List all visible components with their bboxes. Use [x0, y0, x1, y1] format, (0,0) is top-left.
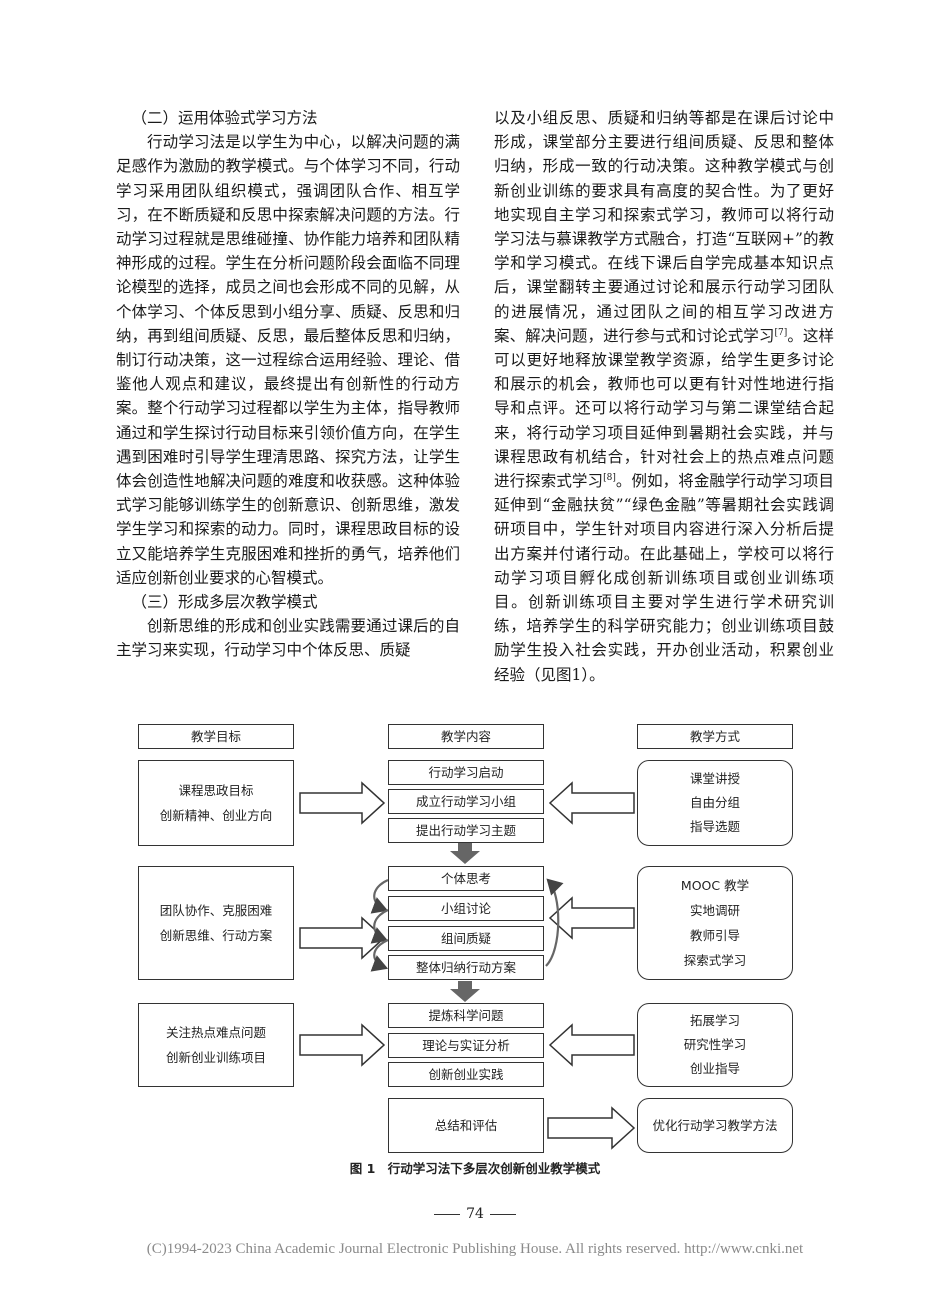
page-number: 74: [0, 1206, 950, 1222]
right-column: 以及小组反思、质疑和归纳等都是在课后讨论中形成，课堂部分主要进行组间质疑、反思和…: [494, 106, 834, 687]
method-line: MOOC 教学: [680, 878, 750, 893]
page-dash: [434, 1213, 461, 1215]
body-text: 。这样可以更好地释放课堂教学资源，给学生更多讨论和展示的机会，教师也可以更有针对…: [494, 326, 834, 491]
method-box: 课堂讲授 自由分组 指导选题: [637, 760, 793, 846]
content-step: 整体归纳行动方案: [388, 955, 544, 980]
goal-line: 创新创业训练项目: [165, 1050, 266, 1065]
method-box: 拓展学习 研究性学习 创业指导: [637, 1003, 793, 1087]
content-step: 提炼科学问题: [388, 1003, 544, 1028]
goal-box: 关注热点难点问题 创新创业训练项目: [138, 1003, 294, 1087]
method-line: 实地调研: [689, 903, 740, 918]
content-step: 成立行动学习小组: [388, 789, 544, 814]
body-paragraph: 以及小组反思、质疑和归纳等都是在课后讨论中形成，课堂部分主要进行组间质疑、反思和…: [494, 106, 834, 687]
citation-ref[interactable]: [8]: [603, 472, 616, 483]
hollow-arrow-right-icon: [547, 1106, 636, 1150]
body-paragraph: 创新思维的形成和创业实践需要通过课后的自主学习来实现，行动学习中个体反思、质疑: [116, 617, 460, 660]
content-step: 小组讨论: [388, 896, 544, 921]
goal-to-content-arrows: [299, 781, 386, 1067]
method-line: 创业指导: [689, 1061, 740, 1076]
body-text: 以及小组反思、质疑和归纳等都是在课后讨论中形成，课堂部分主要进行组间质疑、反思和…: [494, 109, 834, 345]
body-text: 。例如，将金融学行动学习项目延伸到“金融扶贫”“绿色金融”等暑期社会实践调研项目…: [494, 472, 834, 684]
content-step: 行动学习启动: [388, 760, 544, 785]
method-line: 自由分组: [689, 795, 740, 810]
figure-caption: 图 1 行动学习法下多层次创新创业教学模式: [349, 1161, 601, 1176]
content-step: 理论与实证分析: [388, 1033, 544, 1058]
method-line: 探索式学习: [683, 953, 747, 968]
loop-arrow-icon: [370, 938, 389, 972]
goal-line: 创新精神、创业方向: [159, 808, 273, 823]
hollow-arrow-right-icon: [299, 916, 386, 960]
down-arrow-icon: [450, 981, 480, 1002]
page-number-text: 74: [466, 1206, 484, 1222]
goal-line: 关注热点难点问题: [165, 1025, 266, 1040]
left-column: （二）运用体验式学习方法 行动学习法是以学生为中心，以解决问题的满足感作为激励的…: [116, 106, 460, 663]
header-goals: 教学目标: [138, 724, 294, 749]
hollow-arrow-right-icon: [299, 781, 386, 825]
content-step: 个体思考: [388, 866, 544, 891]
method-line: 研究性学习: [683, 1037, 747, 1052]
method-line: 课堂讲授: [689, 771, 740, 786]
loop-arrow-icon: [370, 878, 389, 914]
down-arrow-icon: [450, 843, 480, 864]
content-step: 组间质疑: [388, 926, 544, 951]
loop-arrow-icon: [370, 908, 389, 944]
body-paragraph: 行动学习法是以学生为中心，以解决问题的满足感作为激励的教学模式。与个体学习不同，…: [116, 133, 460, 587]
goal-box: 课程思政目标 创新精神、创业方向: [138, 760, 294, 846]
method-line: 指导选题: [689, 819, 740, 834]
method-line: 拓展学习: [689, 1013, 740, 1028]
method-line: 教师引导: [689, 928, 740, 943]
hollow-arrow-left-icon: [548, 896, 635, 940]
content-step: 提出行动学习主题: [388, 818, 544, 843]
goal-line: 课程思政目标: [178, 783, 254, 798]
goal-line: 团队协作、克服困难: [159, 903, 273, 918]
section-heading-2: （二）运用体验式学习方法: [131, 109, 318, 127]
summary-box: 总结和评估: [388, 1098, 544, 1153]
content-step: 创新创业实践: [388, 1062, 544, 1087]
copyright-footer: (C)1994-2023 China Academic Journal Elec…: [146, 1241, 804, 1257]
page-dash: [489, 1213, 516, 1215]
hollow-arrow-left-icon: [548, 1023, 635, 1067]
header-methods: 教学方式: [637, 724, 793, 749]
method-to-content-arrows: [547, 781, 636, 1150]
header-content: 教学内容: [388, 724, 544, 749]
hollow-arrow-left-icon: [548, 781, 635, 825]
goal-line: 创新思维、行动方案: [159, 928, 273, 943]
outcome-box: 优化行动学习教学方法: [637, 1098, 793, 1153]
goal-box: 团队协作、克服困难 创新思维、行动方案: [138, 866, 294, 980]
section-heading-3: （三）形成多层次教学模式: [131, 593, 318, 612]
loop-arrow-icon: [545, 878, 564, 967]
hollow-arrow-right-icon: [299, 1023, 386, 1067]
citation-ref[interactable]: [7]: [774, 327, 788, 338]
method-box: MOOC 教学 实地调研 教师引导 探索式学习: [637, 866, 793, 980]
